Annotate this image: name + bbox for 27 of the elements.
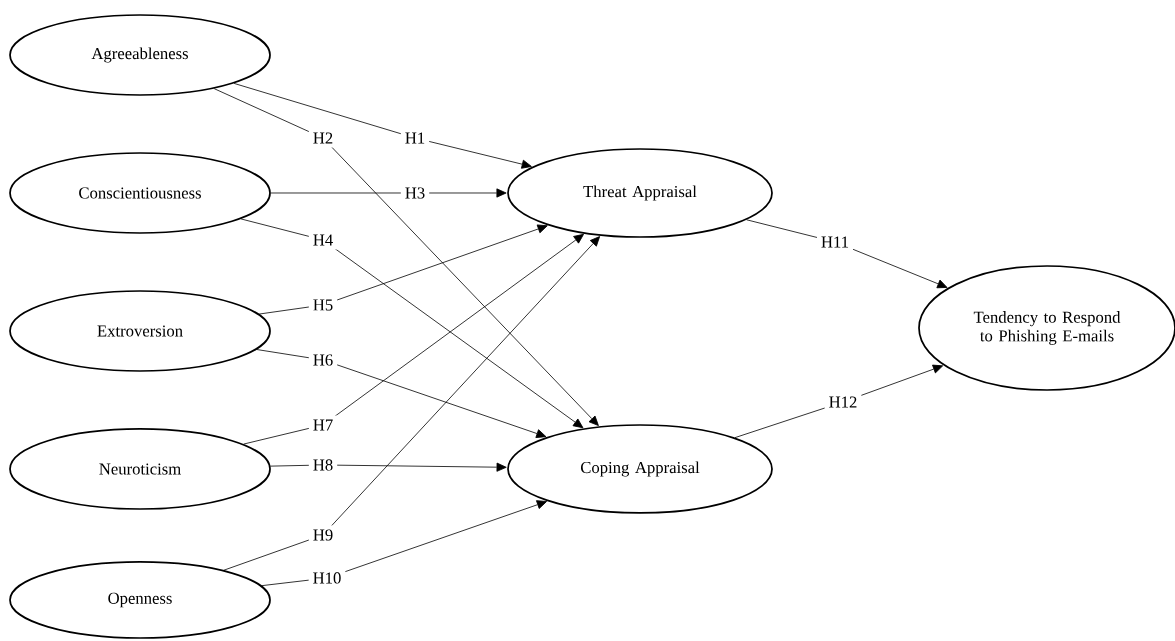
ellipse-node: Conscientiousness [9,152,271,234]
edge-label: H9 [308,525,338,545]
edge-label: H3 [400,183,430,203]
arrow [261,500,547,587]
arrow [223,236,601,571]
ellipse-node: Openness [9,561,271,639]
arrow [270,188,507,198]
edge-label: H2 [308,128,338,148]
edge-label: H10 [308,568,346,588]
edge-label: H5 [308,295,338,315]
ellipse-node: Threat Appraisal [507,148,773,238]
edge-label: H4 [308,230,338,250]
arrow [213,88,599,426]
edge-label: H7 [308,415,338,435]
edge-label: H1 [400,128,430,148]
ellipse-node: Coping Appraisal [507,424,773,514]
ellipse-node: Extroversion [9,290,271,372]
ellipse-node: Neuroticism [9,428,271,510]
arrow [233,83,532,169]
arrow [258,224,548,315]
edge-label: H11 [816,232,854,252]
ellipse-node: Agreeableness [9,14,271,96]
edge-label: H6 [308,350,338,370]
arrow [256,349,547,438]
edge-label: H12 [824,392,862,412]
arrow [270,462,507,472]
edge-label: H8 [308,455,338,475]
